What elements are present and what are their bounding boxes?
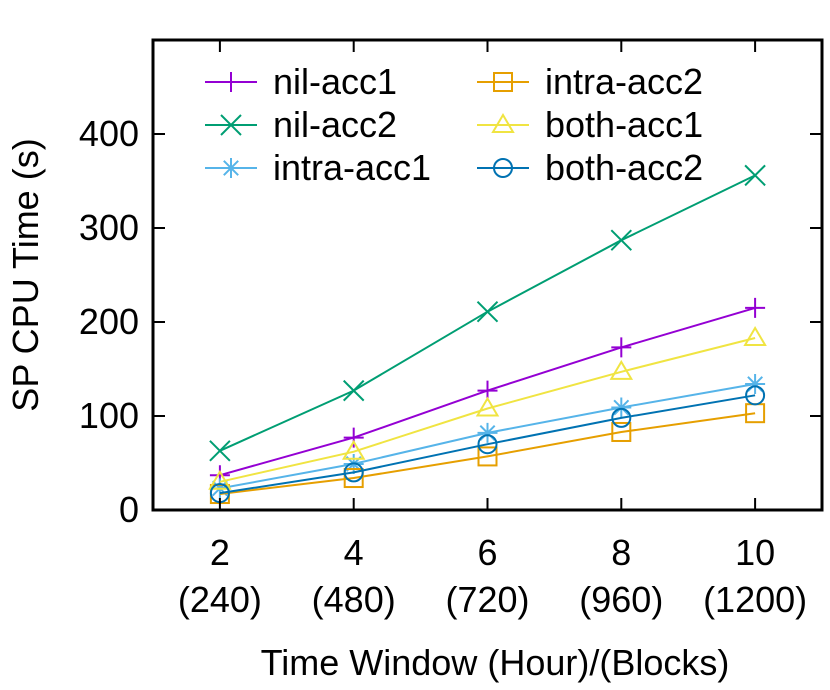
data-point	[477, 434, 498, 455]
y-tick-label: 300	[79, 207, 139, 248]
data-point	[343, 468, 364, 489]
x-tick-label: 8	[611, 532, 631, 573]
series-both-acc1	[208, 326, 767, 490]
legend-item: both-acc1	[477, 104, 703, 145]
legend-marker	[221, 158, 241, 178]
y-tick-label: 400	[79, 113, 139, 154]
legend-marker	[221, 72, 241, 92]
data-point	[209, 440, 231, 462]
legend-label: intra-acc2	[545, 61, 703, 102]
series-nil-acc2	[209, 164, 766, 462]
data-point	[745, 297, 766, 318]
data-point	[611, 407, 632, 428]
x-tick-sublabel: (1200)	[703, 579, 807, 620]
data-point	[744, 164, 766, 187]
data-point	[611, 337, 632, 358]
series-both-acc2	[209, 385, 766, 504]
y-axis-title: SP CPU Time (s)	[5, 138, 46, 411]
data-point	[477, 422, 498, 443]
x-tick-label: 10	[735, 532, 775, 573]
data-point	[476, 300, 499, 323]
data-point	[343, 427, 364, 448]
legend-marker	[493, 158, 513, 178]
x-axis-title: Time Window (Hour)/(Blocks)	[261, 642, 730, 683]
data-point	[609, 359, 634, 380]
x-tick-label: 6	[477, 532, 497, 573]
data-point	[611, 421, 632, 442]
x-tick-label: 2	[210, 532, 230, 573]
x-tick-sublabel: (960)	[579, 579, 663, 620]
data-point	[343, 462, 364, 483]
legend-item: both-acc2	[477, 147, 703, 188]
x-tick-label: 4	[344, 532, 364, 573]
legend-label: both-acc2	[545, 147, 703, 188]
x-tick-sublabel: (720)	[445, 579, 529, 620]
series-layer	[208, 164, 767, 505]
y-tick-label: 100	[79, 395, 139, 436]
series-nil-acc1	[209, 297, 766, 486]
data-point	[611, 397, 632, 418]
data-point	[610, 229, 633, 251]
series-line	[219, 337, 756, 483]
legend-marker	[220, 114, 242, 136]
legend-item: nil-acc2	[205, 104, 397, 145]
x-tick-sublabel: (480)	[312, 579, 396, 620]
legend-marker	[491, 113, 515, 133]
legend-label: both-acc1	[545, 104, 703, 145]
data-point	[743, 326, 767, 346]
data-point	[208, 469, 232, 490]
legend-item: intra-acc1	[205, 147, 431, 188]
axis-layer: 0 100 200 300 400 2 (240) 4 (480) 6 (720) 8 (960) 10 (…	[79, 40, 822, 620]
legend-label: nil-acc1	[273, 61, 397, 102]
data-point	[475, 396, 500, 417]
y-tick-label: 200	[79, 301, 139, 342]
legend-item: intra-acc2	[477, 61, 703, 102]
series-line	[219, 412, 756, 495]
legend-label: intra-acc1	[273, 147, 431, 188]
legend-marker	[493, 72, 513, 92]
data-point	[477, 446, 498, 467]
y-tick-label: 0	[119, 489, 139, 530]
x-tick-sublabel: (240)	[178, 579, 262, 620]
legend: nil-acc1nil-acc2intra-acc1intra-acc2both…	[205, 61, 703, 188]
legend-item: nil-acc1	[205, 61, 397, 102]
series-intra-acc2	[209, 403, 766, 505]
data-point	[342, 379, 365, 402]
legend-label: nil-acc2	[273, 104, 397, 145]
series-line	[219, 394, 756, 495]
data-point	[745, 374, 766, 395]
data-point	[745, 385, 766, 406]
data-point	[341, 439, 366, 460]
